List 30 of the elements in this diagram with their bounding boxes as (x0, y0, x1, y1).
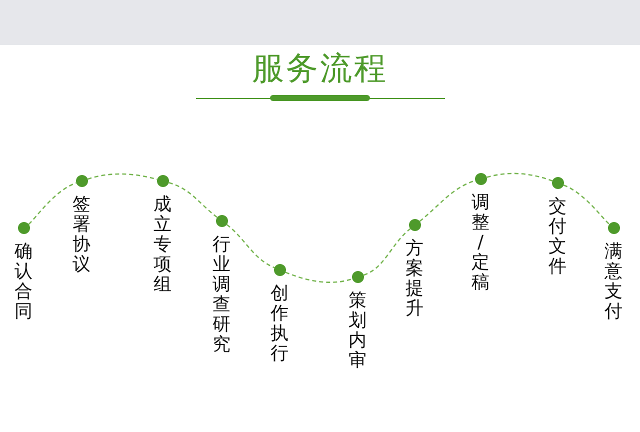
step-label: 交付文件 (548, 197, 567, 277)
step-dot (18, 222, 30, 234)
dashed-connector (168, 182, 218, 218)
title: 服务流程 (251, 48, 389, 88)
step-dot (608, 222, 620, 234)
step-label: 满意支付 (604, 242, 623, 322)
step-label: 行业调查研究 (212, 235, 231, 355)
step-label: 确认合同 (14, 242, 33, 322)
step-dot (76, 175, 88, 187)
step-dot (352, 271, 364, 283)
step-dot (216, 215, 228, 227)
dashed-connector (419, 180, 476, 222)
dashed-connector (285, 272, 352, 283)
dashed-connector (363, 228, 411, 276)
dashed-connector (563, 184, 610, 225)
step-label: 成立专项组 (153, 195, 172, 295)
step-label: 签署协议 (72, 195, 91, 275)
step-dot (409, 219, 421, 231)
step-dot (157, 175, 169, 187)
dashed-connector (486, 172, 553, 182)
step-dot (274, 264, 286, 276)
step-label: 策划内审 (348, 291, 367, 371)
step-label: 调整/定稿 (471, 193, 490, 293)
step-dot (475, 173, 487, 185)
dashed-connector (226, 224, 275, 268)
dashed-connector (88, 173, 158, 180)
dashed-connector (28, 182, 77, 225)
step-label: 创作执行 (270, 284, 289, 364)
step-label: 方案提升 (405, 239, 424, 319)
step-dot (552, 177, 564, 189)
